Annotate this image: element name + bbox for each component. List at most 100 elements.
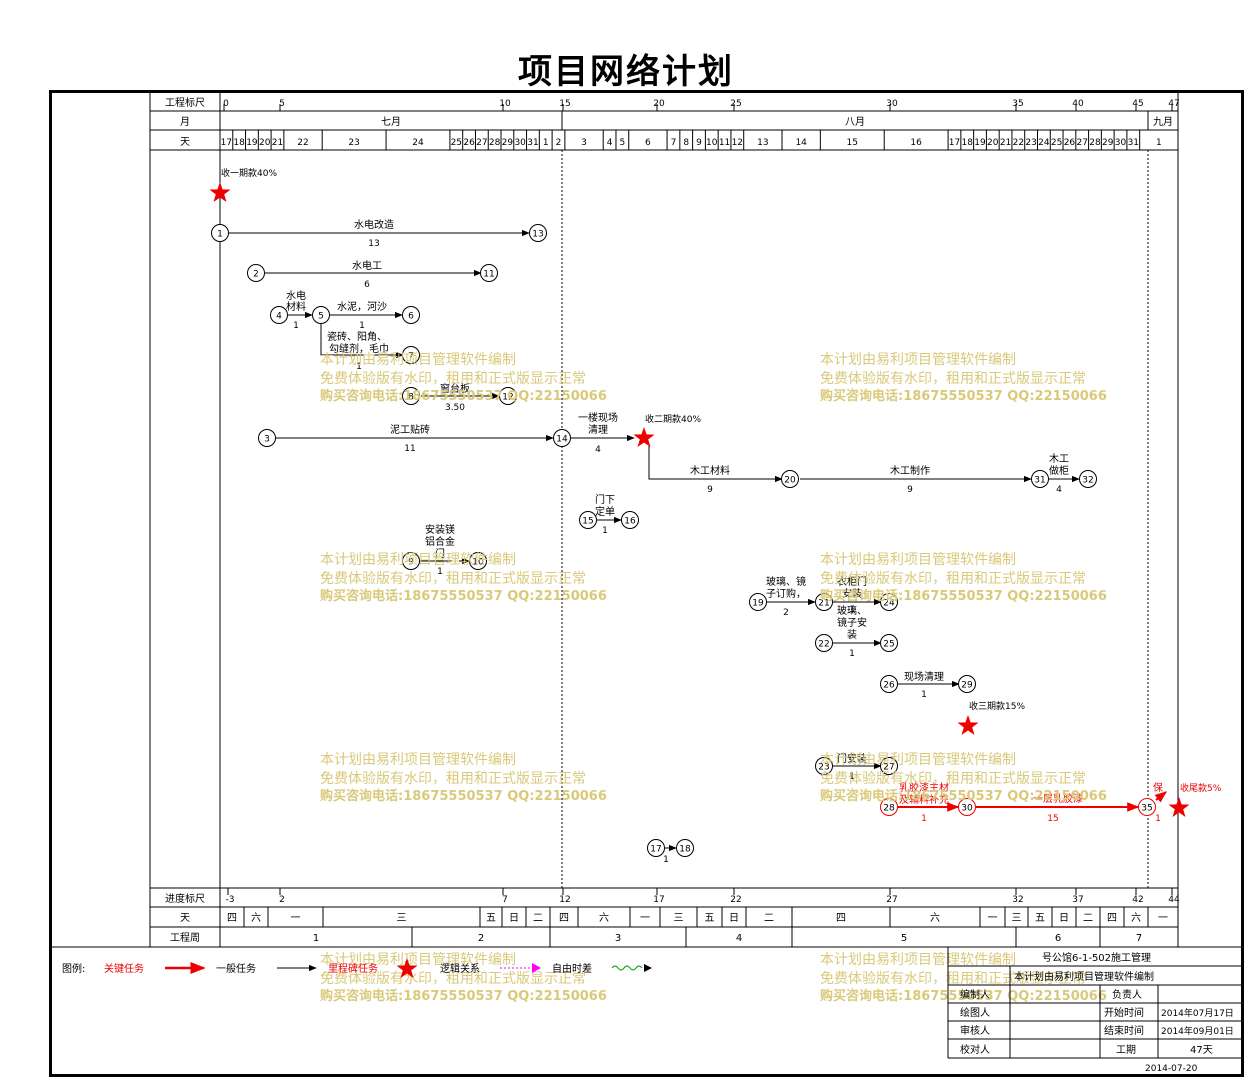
node-number: 8 <box>408 393 414 403</box>
week-cell: 5 <box>901 933 907 944</box>
task-duration: 11 <box>404 444 415 454</box>
progress-tick-label: 27 <box>886 895 897 905</box>
node-number: 23 <box>818 763 829 773</box>
node-number: 7 <box>408 352 414 362</box>
task-name: 水电工 <box>352 259 382 272</box>
task-labels: 水电改造 13 水电工 6 水电 材料 1 水泥，河沙 1 瓷砖、阳角、 勾缝剂… <box>286 218 1163 865</box>
ruler-tick-label: 0 <box>223 99 229 109</box>
network-node <box>402 387 420 405</box>
day-number: 25 <box>1051 138 1062 148</box>
watermark-line: 本计划由易利项目管理软件编制 <box>320 352 516 368</box>
weekday-cell: 二 <box>1083 913 1093 924</box>
task-duration: 1 <box>849 772 855 782</box>
day-number: 6 <box>645 138 651 148</box>
legend-milestone-label: 里程碑任务 <box>328 962 378 975</box>
chart-frame <box>49 90 1244 1077</box>
node-number: 26 <box>883 681 895 691</box>
task-duration: 1 <box>849 605 855 615</box>
day-number: 24 <box>412 138 424 148</box>
node-number: 9 <box>408 558 414 568</box>
info-checker: 校对人 <box>960 1043 990 1056</box>
task-duration: 15 <box>1047 814 1058 824</box>
node-number: 29 <box>961 681 973 691</box>
node-number: 25 <box>883 640 894 650</box>
legend: 图例: 关键任务 一般任务 里程碑任务 逻辑关系 自由时差 <box>62 958 652 978</box>
info-start-value: 2014年07月17日 <box>1161 1007 1234 1019</box>
network-node <box>270 306 288 324</box>
task-name: 门下 <box>595 493 615 506</box>
progress-tick-label: 44 <box>1168 895 1180 905</box>
node-number: 6 <box>408 312 414 322</box>
task-name: 门 <box>435 547 445 560</box>
weekday-cell: 二 <box>533 913 543 924</box>
watermark-line: 购买咨询电话:18675550537 QQ:22150066 <box>820 388 1107 404</box>
network-node <box>958 798 976 816</box>
info-duration-label: 工期 <box>1116 1044 1136 1056</box>
ruler-tick-label: 20 <box>653 99 665 109</box>
watermark-line: 本计划由易利项目管理软件编制 <box>820 352 1016 368</box>
weekday-cell: 三 <box>397 913 407 924</box>
task-arrows <box>229 229 1080 852</box>
watermark-line: 本计划由易利项目管理软件编制 <box>820 552 1016 568</box>
day-number: 26 <box>463 138 475 148</box>
watermark-line: 购买咨询电话:18675550537 QQ:22150066 <box>820 988 1107 1004</box>
milestones: 收一期款40% 收二期款40% 收三期款15% 收尾款5% <box>209 167 1222 817</box>
node-number: 1 <box>217 230 223 240</box>
day-number: 29 <box>502 138 514 148</box>
node-number: 11 <box>483 270 494 280</box>
task-name: 安装 <box>842 587 862 600</box>
page-title: 项目网络计划 <box>518 52 734 92</box>
watermark-line: 免费体验版有水印，租用和正式版显示正常 <box>320 571 586 587</box>
weekday-cell: 三 <box>674 913 684 924</box>
task-duration: 1 <box>1155 814 1161 824</box>
info-end-value: 2014年09月01日 <box>1161 1025 1234 1037</box>
day-number: 20 <box>259 138 271 148</box>
day-number: 21 <box>1000 138 1011 148</box>
node-number: 4 <box>276 312 282 322</box>
day-number: 22 <box>297 138 308 148</box>
task-name: 一层乳胶漆 <box>1033 792 1083 805</box>
info-start-label: 开始时间 <box>1104 1006 1144 1019</box>
node-number: 14 <box>556 435 568 445</box>
weekday-cell: 六 <box>1131 912 1141 924</box>
watermark-line: 免费体验版有水印，租用和正式版显示正常 <box>820 371 1086 387</box>
month-jul: 七月 <box>381 116 401 128</box>
day-number: 25 <box>451 138 462 148</box>
progress-tick-label: 22 <box>730 895 741 905</box>
task-name: 泥工贴砖 <box>390 423 430 436</box>
task-name: 清理 <box>588 423 608 436</box>
ruler-label: 工程标尺 <box>165 97 205 109</box>
watermark-line: 购买咨询电话:18675550537 QQ:22150066 <box>820 588 1107 604</box>
weekday-cell: 日 <box>509 913 519 924</box>
node-number: 28 <box>883 804 895 814</box>
task-name: 装 <box>847 628 857 641</box>
day-number: 23 <box>348 138 359 148</box>
milestone-star <box>633 427 655 447</box>
ruler-tick-label: 25 <box>730 99 741 109</box>
weekday-cell: 一 <box>640 913 650 924</box>
info-end-label: 结束时间 <box>1104 1024 1144 1037</box>
watermark-line: 本计划由易利项目管理软件编制 <box>320 752 516 768</box>
legend-label: 图例: <box>62 962 85 975</box>
watermark-line: 购买咨询电话:18675550537 QQ:22150066 <box>320 988 607 1004</box>
day-number: 28 <box>489 138 501 148</box>
network-node <box>815 757 833 775</box>
day-number: 29 <box>1102 138 1114 148</box>
ruler-tick-label: 47 <box>1168 99 1179 109</box>
week-cell: 6 <box>1055 933 1061 944</box>
network-node <box>781 470 799 488</box>
milestone-label: 收三期款15% <box>969 700 1025 712</box>
network-node <box>880 634 898 652</box>
legend-logic-label: 逻辑关系 <box>440 962 480 975</box>
network-node <box>815 593 833 611</box>
day-number: 19 <box>246 138 258 148</box>
task-name: 做柜 <box>1049 464 1069 477</box>
weekday-cell: 六 <box>251 912 261 924</box>
network-node <box>402 552 420 570</box>
day-number: 18 <box>233 138 245 148</box>
network-node <box>880 593 898 611</box>
network-node <box>880 757 898 775</box>
week-cell: 4 <box>736 933 742 944</box>
